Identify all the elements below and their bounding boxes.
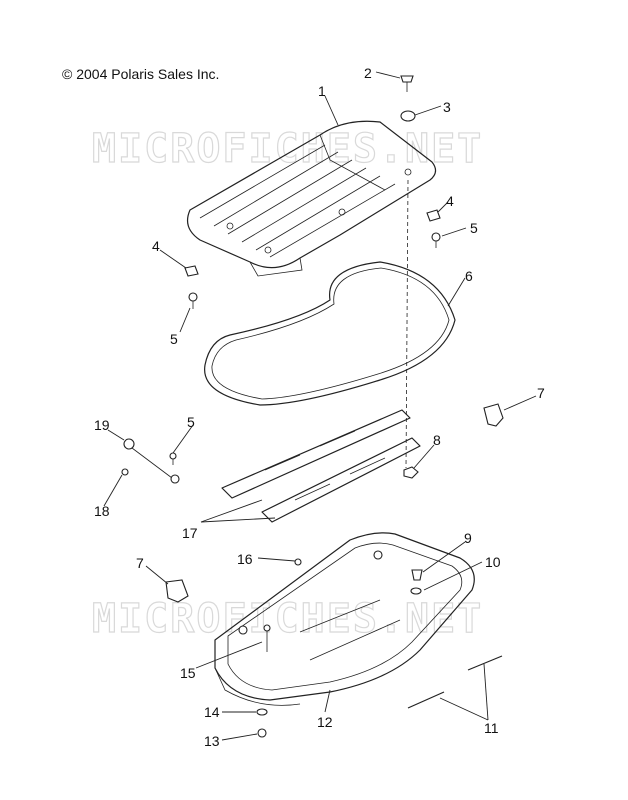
watermark-bottom: MICROFICHES.NET [92, 596, 483, 642]
callout-9: 9 [464, 530, 472, 546]
callout-17: 17 [182, 525, 198, 541]
callout-5-right: 5 [470, 220, 478, 236]
callout-10: 10 [485, 554, 501, 570]
callout-19: 19 [94, 417, 110, 433]
copyright-notice: © 2004 Polaris Sales Inc. [62, 66, 220, 82]
callout-5-middle: 5 [187, 414, 195, 430]
upper-rack [187, 120, 437, 277]
callout-13: 13 [204, 733, 220, 749]
hardware [121, 75, 504, 738]
watermark-top: MICROFICHES.NET [92, 126, 483, 172]
mounting-rails [221, 409, 421, 523]
callout-11: 11 [484, 720, 499, 736]
callout-4-right: 4 [446, 193, 454, 209]
callout-7-right: 7 [537, 385, 545, 401]
callout-16: 16 [237, 551, 253, 567]
callout-3: 3 [443, 99, 451, 115]
callout-7-left: 7 [136, 555, 144, 571]
callout-12: 12 [317, 714, 333, 730]
alignment-line [405, 179, 409, 469]
callout-6: 6 [465, 268, 473, 284]
callout-2: 2 [364, 65, 372, 81]
callout-4-left: 4 [152, 238, 160, 254]
callout-15: 15 [180, 665, 196, 681]
callout-18: 18 [94, 503, 110, 519]
lower-tub [214, 532, 475, 706]
callout-1: 1 [318, 83, 326, 99]
leader-lines [103, 71, 537, 741]
callout-14: 14 [204, 704, 220, 720]
callout-8: 8 [433, 432, 441, 448]
callout-5-left: 5 [170, 331, 178, 347]
callouts: 1 2 3 4 5 4 5 6 7 8 5 19 18 17 16 9 10 7… [94, 65, 545, 749]
rack-seal [204, 261, 456, 406]
